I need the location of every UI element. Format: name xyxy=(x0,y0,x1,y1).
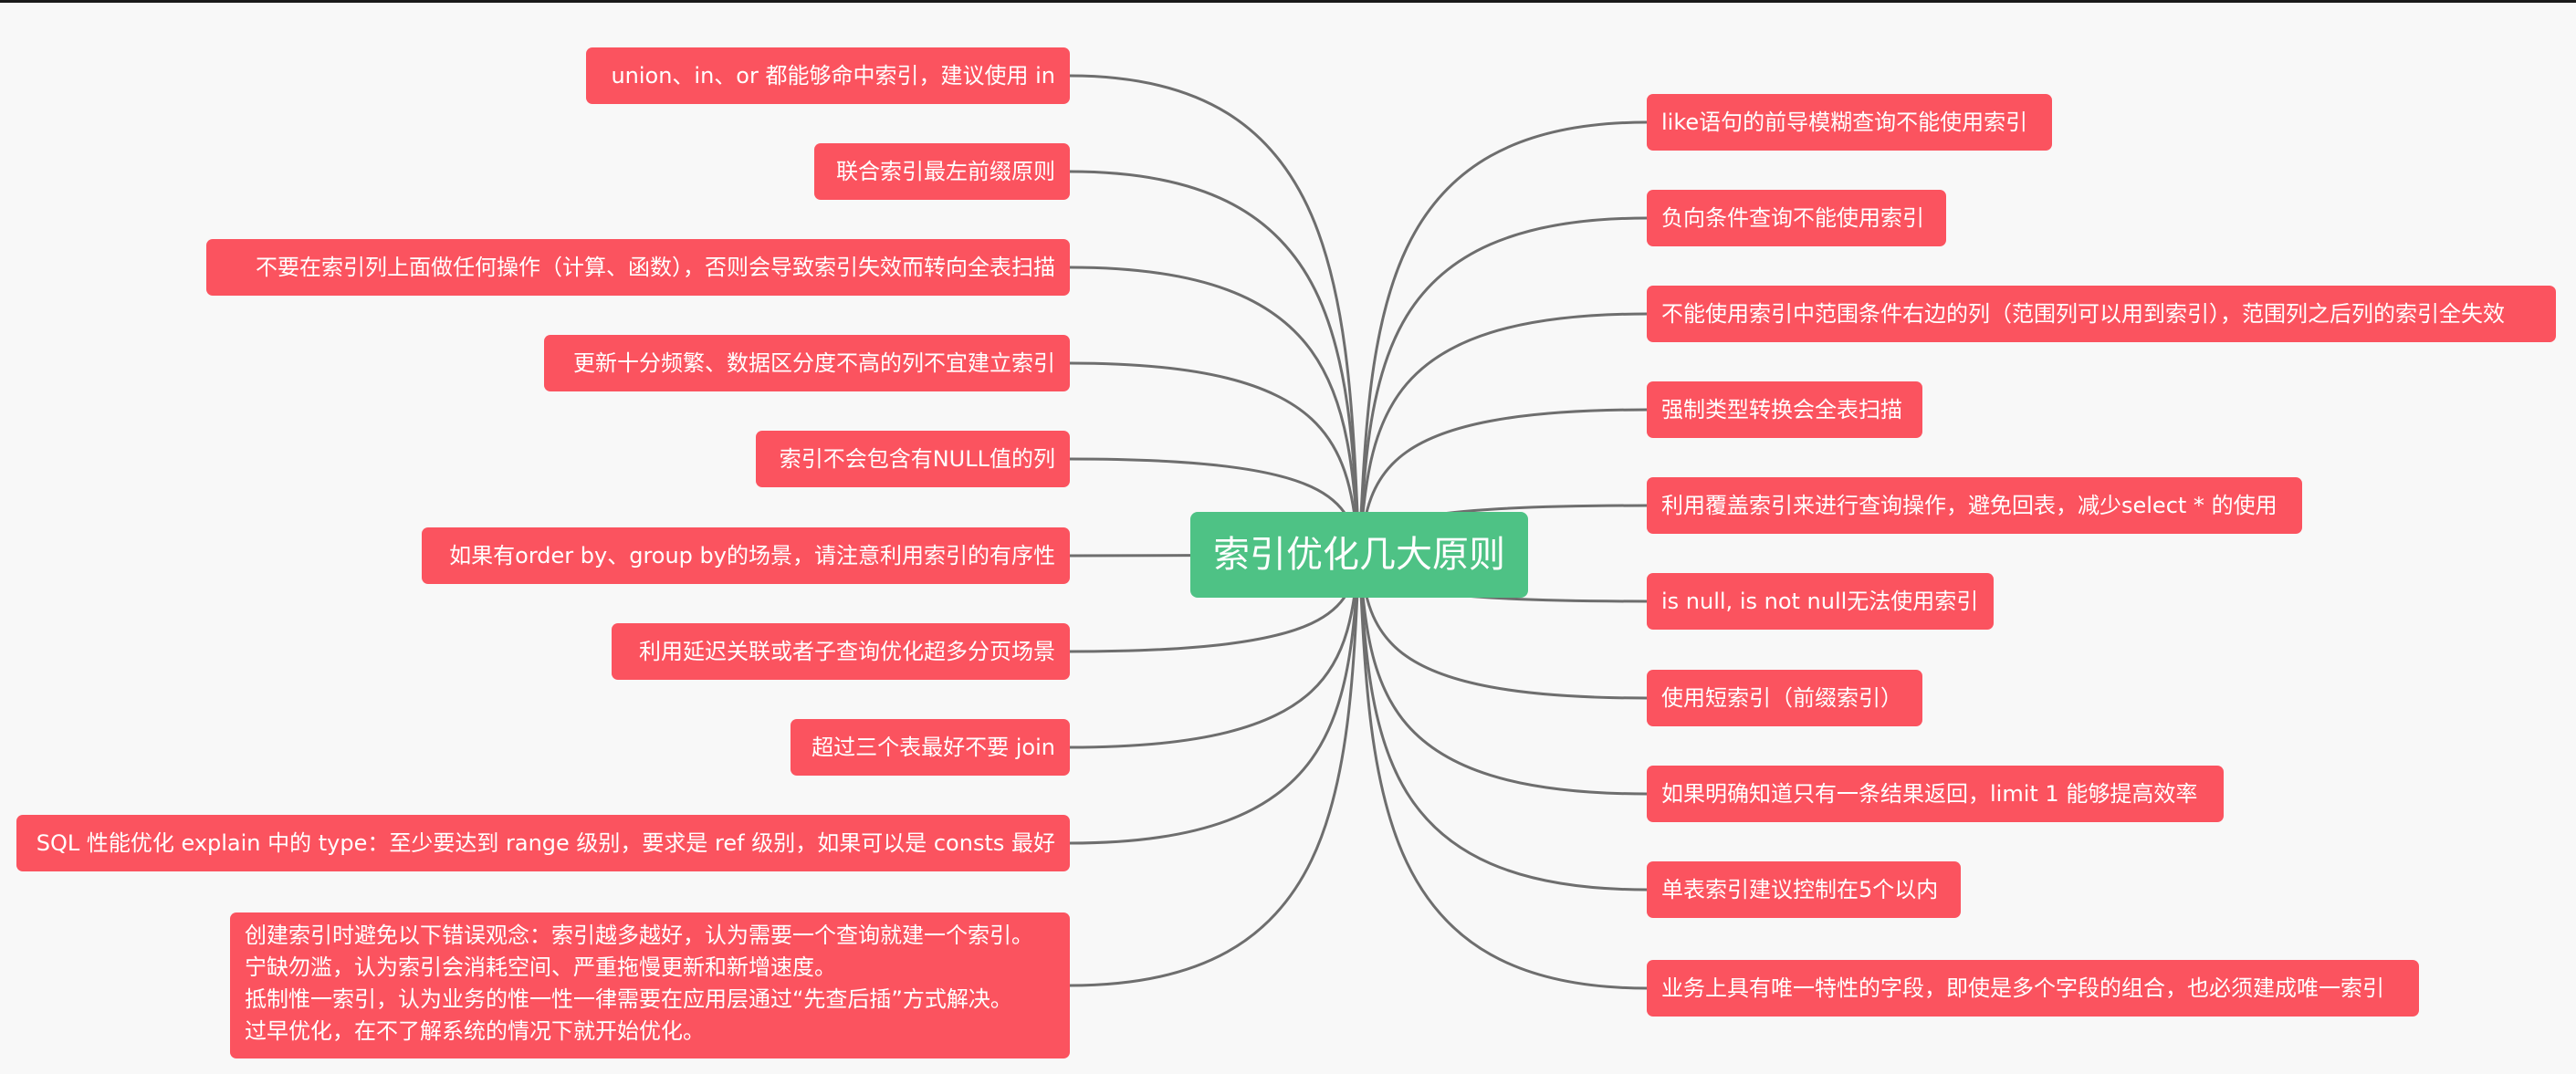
left-node-4[interactable]: 更新十分频繁、数据区分度不高的列不宜建立索引 xyxy=(544,335,1070,391)
top-border xyxy=(0,0,2576,3)
connector-left-node-10 xyxy=(1069,554,1361,987)
connector-right-node-8 xyxy=(1357,554,1648,796)
right-node-8[interactable]: 如果明确知道只有一条结果返回，limit 1 能够提高效率 xyxy=(1647,766,2224,822)
right-node-3[interactable]: 不能使用索引中范围条件右边的列（范围列可以用到索引），范围列之后列的索引全失效 xyxy=(1647,286,2556,342)
left-node-10-line-4: 过早优化，在不了解系统的情况下就开始优化。 xyxy=(245,1018,705,1044)
connector-right-node-2 xyxy=(1357,216,1648,556)
right-node-10[interactable]: 业务上具有唯一特性的字段，即使是多个字段的组合，也必须建成唯一索引 xyxy=(1647,960,2419,1017)
left-node-1[interactable]: union、in、or 都能够命中索引，建议使用 in xyxy=(586,47,1070,104)
left-node-10-line-1: 创建索引时避免以下错误观念：索引越多越好，认为需要一个查询就建一个索引。 xyxy=(245,923,1033,948)
right-node-6[interactable]: is null, is not null无法使用索引 xyxy=(1647,573,1994,630)
left-node-7[interactable]: 利用延迟关联或者子查询优化超多分页场景 xyxy=(612,623,1070,680)
connector-right-node-3 xyxy=(1357,312,1648,556)
center-topic[interactable]: 索引优化几大原则 xyxy=(1190,512,1528,598)
connector-right-node-10 xyxy=(1357,554,1648,990)
connector-left-node-9 xyxy=(1069,554,1361,845)
right-node-7[interactable]: 使用短索引（前缀索引） xyxy=(1647,670,1922,726)
connector-left-node-1 xyxy=(1069,74,1361,556)
left-node-2[interactable]: 联合索引最左前缀原则 xyxy=(814,143,1070,200)
left-node-10-line-3: 抵制惟一索引，认为业务的惟一性一律需要在应用层通过“先查后插”方式解决。 xyxy=(245,986,1012,1012)
connector-right-node-1 xyxy=(1357,120,1648,556)
connector-right-node-9 xyxy=(1357,554,1648,892)
left-node-8[interactable]: 超过三个表最好不要 join xyxy=(791,719,1070,776)
right-node-2[interactable]: 负向条件查询不能使用索引 xyxy=(1647,190,1946,246)
right-node-9[interactable]: 单表索引建议控制在5个以内 xyxy=(1647,861,1961,918)
left-node-10-line-2: 宁缺勿滥，认为索引会消耗空间、严重拖慢更新和新增速度。 xyxy=(245,954,836,980)
left-node-10[interactable]: 创建索引时避免以下错误观念：索引越多越好，认为需要一个查询就建一个索引。 宁缺勿… xyxy=(230,912,1070,1058)
left-node-6[interactable]: 如果有order by、group by的场景，请注意利用索引的有序性 xyxy=(422,527,1070,584)
right-node-1[interactable]: like语句的前导模糊查询不能使用索引 xyxy=(1647,94,2052,151)
right-node-4[interactable]: 强制类型转换会全表扫描 xyxy=(1647,381,1922,438)
right-node-5[interactable]: 利用覆盖索引来进行查询操作，避免回表，减少select * 的使用 xyxy=(1647,477,2302,534)
connector-left-node-2 xyxy=(1069,170,1361,556)
left-node-3[interactable]: 不要在索引列上面做任何操作（计算、函数），否则会导致索引失效而转向全表扫描 xyxy=(206,239,1070,296)
left-node-9[interactable]: SQL 性能优化 explain 中的 type：至少要达到 range 级别，… xyxy=(16,815,1070,871)
left-node-5[interactable]: 索引不会包含有NULL值的列 xyxy=(756,431,1070,487)
connector-left-node-3 xyxy=(1069,266,1361,556)
